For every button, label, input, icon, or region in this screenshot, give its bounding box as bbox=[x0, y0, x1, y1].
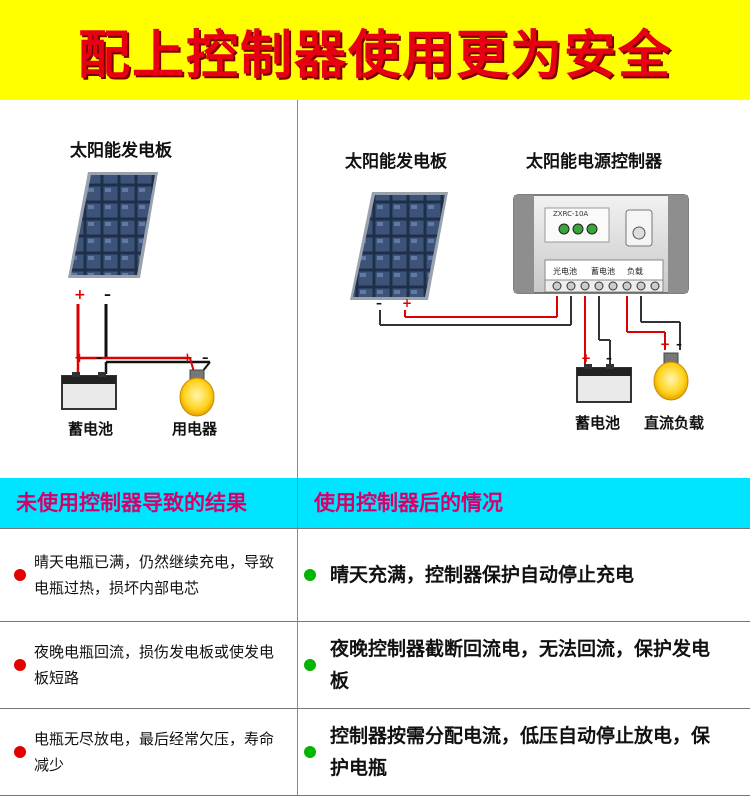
svg-text:–: – bbox=[202, 351, 209, 366]
left-panel-label: 太阳能发电板 bbox=[70, 140, 173, 161]
right-battery-label: 蓄电池 bbox=[575, 414, 620, 432]
svg-text:+: + bbox=[74, 351, 85, 366]
left-cell-2: 夜晚电瓶回流，损伤发电板或使发电板短路 bbox=[14, 630, 279, 700]
svg-text:–: – bbox=[104, 287, 111, 303]
right-cell-text: 夜晚控制器截断回流电，无法回流，保护发电板 bbox=[330, 638, 711, 692]
row-divider bbox=[0, 708, 750, 709]
right-cell-1: 晴天充满，控制器保护自动停止充电 bbox=[304, 540, 720, 610]
svg-text:+: + bbox=[182, 351, 193, 366]
left-battery-label: 蓄电池 bbox=[68, 420, 113, 438]
right-bulb-icon bbox=[653, 352, 689, 401]
svg-text:–: – bbox=[676, 337, 682, 351]
terminal-label-pv: 光电池 bbox=[553, 266, 577, 276]
page-title: 配上控制器使用更为安全 bbox=[77, 25, 672, 86]
terminal-label-load: 负载 bbox=[627, 266, 643, 276]
left-bulb-icon bbox=[179, 369, 215, 417]
title-banner: 配上控制器使用更为安全 bbox=[0, 0, 750, 100]
red-bullet-icon bbox=[14, 746, 26, 758]
left-appliance-label: 用电器 bbox=[172, 420, 218, 438]
left-cell-text: 晴天电瓶已满，仍然继续充电，导致电瓶过热，损坏内部电芯 bbox=[34, 553, 275, 597]
svg-text:+: + bbox=[402, 296, 412, 310]
comparison-header: 未使用控制器导致的结果 使用控制器后的情况 bbox=[0, 478, 750, 528]
left-cell-3: 电瓶无尽放电，最后经常欠压，寿命减少 bbox=[14, 717, 279, 787]
svg-text:–: – bbox=[376, 296, 382, 310]
svg-text:+: + bbox=[74, 287, 86, 303]
diagram-area: 太阳能发电板 + – + – + – 蓄电池 用电器 太阳能发电 bbox=[0, 100, 750, 478]
right-solar-panel bbox=[350, 192, 448, 300]
left-cell-text: 夜晚电瓶回流，损伤发电板或使发电板短路 bbox=[34, 643, 275, 687]
terminal-label-battery: 蓄电池 bbox=[591, 266, 615, 276]
right-panel-label: 太阳能发电板 bbox=[345, 151, 448, 172]
left-battery-icon bbox=[61, 372, 117, 410]
controller-box: ZXRC-10A 光电池 蓄电池 负载 bbox=[513, 194, 689, 294]
load-label: 直流负载 bbox=[644, 414, 704, 432]
right-battery-icon bbox=[576, 364, 632, 403]
right-cell-text: 晴天充满，控制器保护自动停止充电 bbox=[330, 564, 635, 586]
red-bullet-icon bbox=[14, 569, 26, 581]
svg-text:–: – bbox=[96, 351, 103, 366]
svg-text:–: – bbox=[606, 351, 612, 365]
left-header: 未使用控制器导致的结果 bbox=[16, 491, 247, 515]
left-cell-text: 电瓶无尽放电，最后经常欠压，寿命减少 bbox=[34, 730, 275, 774]
green-bullet-icon bbox=[304, 746, 316, 758]
svg-text:+: + bbox=[581, 351, 591, 365]
green-bullet-icon bbox=[304, 659, 316, 671]
right-cell-2: 夜晚控制器截断回流电，无法回流，保护发电板 bbox=[304, 630, 720, 700]
row-divider bbox=[0, 795, 750, 796]
svg-text:+: + bbox=[660, 337, 670, 351]
wiring-diagrams: 太阳能发电板 + – + – + – 蓄电池 用电器 太阳能发电 bbox=[61, 140, 704, 438]
row-divider bbox=[0, 621, 750, 622]
row-divider bbox=[0, 528, 750, 529]
controller-label: 太阳能电源控制器 bbox=[526, 151, 663, 172]
controller-model: ZXRC-10A bbox=[553, 210, 588, 218]
right-cell-3: 控制器按需分配电流，低压自动停止放电，保护电瓶 bbox=[304, 717, 720, 787]
right-cell-text: 控制器按需分配电流，低压自动停止放电，保护电瓶 bbox=[330, 725, 711, 779]
green-bullet-icon bbox=[304, 569, 316, 581]
left-cell-1: 晴天电瓶已满，仍然继续充电，导致电瓶过热，损坏内部电芯 bbox=[14, 540, 279, 610]
red-bullet-icon bbox=[14, 659, 26, 671]
column-divider bbox=[297, 100, 298, 795]
right-header: 使用控制器后的情况 bbox=[314, 491, 503, 515]
left-solar-panel bbox=[68, 172, 158, 278]
